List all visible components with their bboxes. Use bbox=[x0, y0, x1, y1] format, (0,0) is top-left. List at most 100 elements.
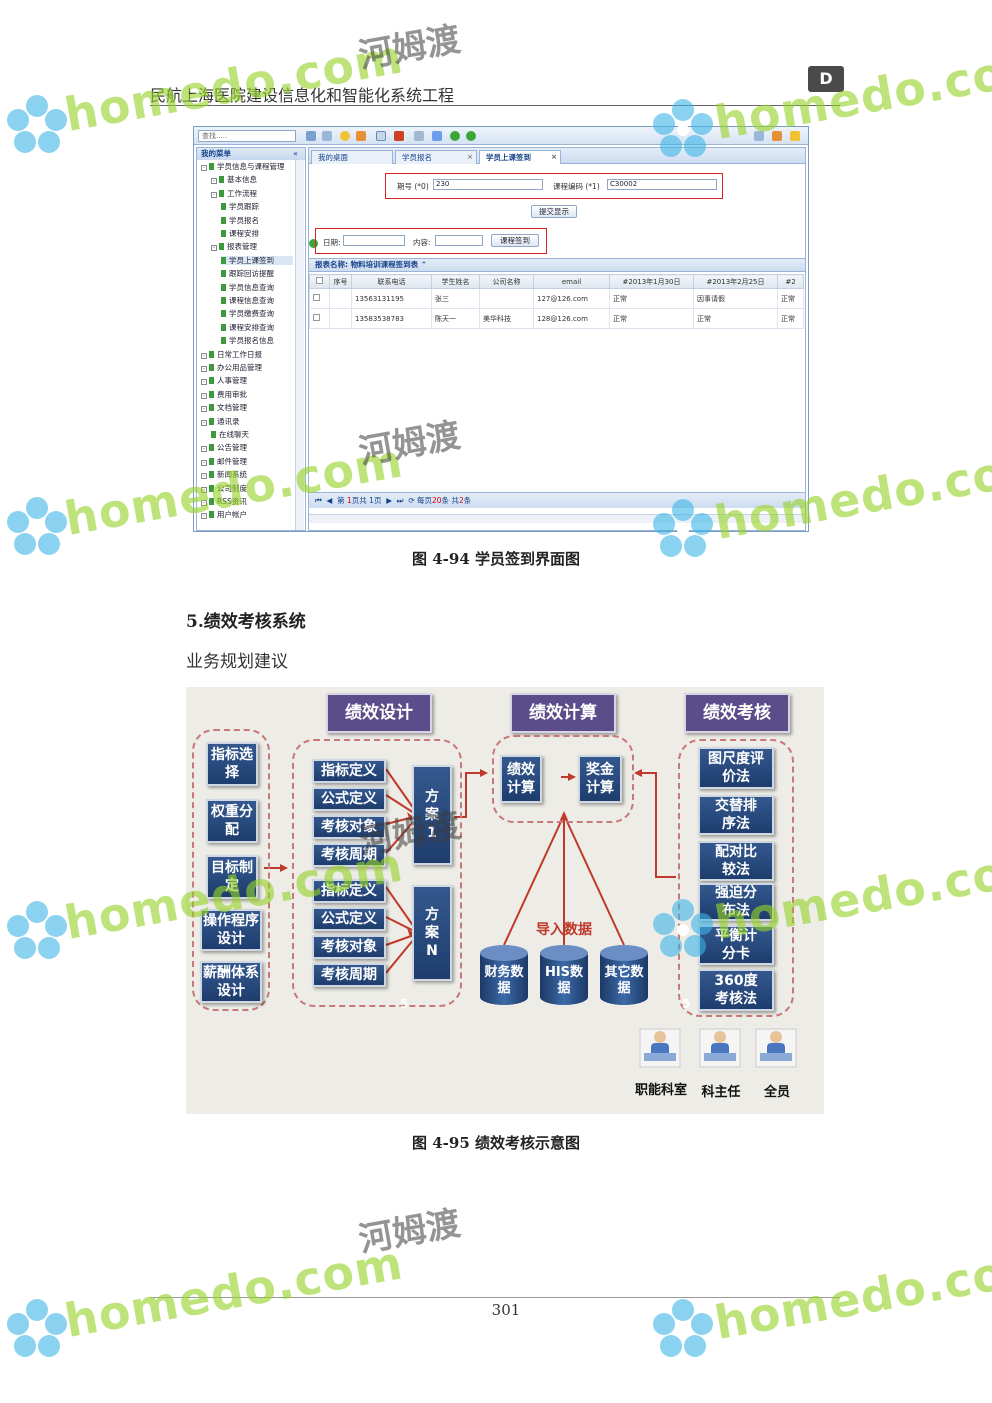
tab-signin[interactable]: 学员上课签到× bbox=[479, 150, 561, 164]
assess-method-box: 交替排序法 bbox=[698, 795, 774, 835]
tab-enroll[interactable]: 学员报名× bbox=[395, 150, 477, 164]
window-icon[interactable] bbox=[754, 131, 764, 141]
expand-icon[interactable]: - bbox=[201, 473, 207, 480]
sidebar-item[interactable]: -基本信息 bbox=[211, 175, 293, 185]
tab-desktop[interactable]: 我的桌面 bbox=[311, 150, 393, 164]
toggle-icon[interactable]: ⌃ bbox=[420, 260, 428, 269]
period-input[interactable]: 230 bbox=[433, 179, 543, 190]
close-icon[interactable]: × bbox=[467, 153, 473, 161]
sidebar-item[interactable]: -新闻系统 bbox=[201, 470, 293, 480]
sidebar-item[interactable]: 学员上课签到 bbox=[221, 255, 293, 265]
column-header[interactable]: email bbox=[533, 274, 610, 289]
collapse-icon[interactable]: « bbox=[293, 149, 298, 158]
sidebar-item-label: 文档管理 bbox=[217, 403, 247, 413]
sidebar-item[interactable]: -用户帐户 bbox=[201, 510, 293, 520]
expand-icon[interactable]: - bbox=[201, 406, 207, 413]
bulb-icon[interactable] bbox=[340, 131, 350, 141]
column-header[interactable]: 学生姓名 bbox=[431, 274, 480, 289]
query-box bbox=[385, 173, 723, 199]
expand-icon[interactable]: - bbox=[201, 366, 207, 372]
sidebar-item[interactable]: 学员报名信息 bbox=[221, 336, 293, 345]
select-all-cell[interactable] bbox=[309, 274, 330, 289]
sidebar-item[interactable]: -工作流程 bbox=[211, 189, 293, 198]
close-icon[interactable]: × bbox=[551, 153, 557, 161]
expand-icon[interactable]: - bbox=[211, 191, 217, 198]
column-header[interactable]: #2013年1月30日 bbox=[609, 274, 694, 289]
search-input[interactable]: 查找..... bbox=[198, 130, 296, 142]
sidebar-item[interactable]: -学员信息与课程管理 bbox=[201, 162, 293, 171]
column-header[interactable]: 序号 bbox=[329, 274, 352, 289]
sidebar-item[interactable]: -通讯录 bbox=[201, 417, 293, 426]
expand-icon[interactable]: - bbox=[201, 165, 207, 171]
column-header[interactable]: 公司名称 bbox=[479, 274, 534, 289]
expand-icon[interactable]: - bbox=[201, 459, 207, 466]
column-header[interactable]: 联系电话 bbox=[351, 274, 432, 289]
user-icon[interactable] bbox=[356, 131, 366, 141]
expand-icon[interactable]: - bbox=[211, 178, 217, 185]
expand-icon[interactable]: - bbox=[201, 392, 207, 399]
sidebar-item[interactable]: - 文档管理 bbox=[201, 403, 293, 413]
sidebar-item[interactable]: -费用审批 bbox=[201, 390, 293, 399]
sidebar-item[interactable]: 学员信息查询 bbox=[221, 283, 293, 292]
sidebar-item[interactable]: 课程信息查询 bbox=[221, 296, 293, 305]
last-page-icon[interactable]: ⏭ bbox=[396, 496, 404, 505]
column-header[interactable]: #2013年2月25日 bbox=[693, 274, 778, 289]
date-input[interactable] bbox=[343, 235, 405, 246]
column-header[interactable]: #2 bbox=[777, 274, 804, 289]
next-page-icon[interactable]: ▶ bbox=[386, 496, 392, 505]
sidebar-item-label: 学员跟踪 bbox=[229, 202, 259, 212]
mail-icon[interactable] bbox=[376, 131, 386, 141]
expand-icon[interactable]: - bbox=[201, 500, 207, 506]
sidebar-item[interactable]: -公司制度 bbox=[201, 484, 293, 493]
sidebar-item[interactable]: -报表管理 bbox=[211, 242, 293, 252]
back-icon[interactable] bbox=[450, 131, 460, 141]
calendar-icon[interactable] bbox=[432, 131, 442, 141]
sidebar-item[interactable]: 课程安排查询 bbox=[221, 323, 293, 332]
folder-icon bbox=[209, 390, 214, 398]
forward-icon[interactable] bbox=[466, 131, 476, 141]
signin-button[interactable]: 课程签到 bbox=[491, 234, 539, 247]
first-page-icon[interactable]: ⏮ bbox=[315, 496, 322, 505]
expand-icon[interactable]: - bbox=[201, 352, 207, 359]
grid-icon[interactable] bbox=[306, 131, 316, 141]
period-label: 期号 (*0) bbox=[397, 182, 429, 191]
expand-icon[interactable]: - bbox=[201, 446, 207, 453]
sidebar-item[interactable]: 学员缴费查询 bbox=[221, 309, 293, 318]
chart-icon[interactable] bbox=[394, 131, 404, 141]
checkbox[interactable] bbox=[313, 314, 320, 321]
checkbox[interactable] bbox=[313, 294, 320, 301]
expand-icon[interactable]: - bbox=[201, 513, 207, 520]
expand-icon[interactable]: - bbox=[201, 486, 207, 493]
tools-icon[interactable] bbox=[772, 131, 782, 141]
checkbox[interactable] bbox=[316, 277, 323, 284]
sidebar-item[interactable]: 课程安排 bbox=[221, 229, 293, 238]
page-current[interactable]: 1 bbox=[346, 496, 352, 505]
table-row[interactable]: 13563131195 张三 127@126.com 正常 因事请假 正常 bbox=[309, 288, 804, 309]
sidebar-item[interactable]: -日常工作日报 bbox=[201, 350, 293, 359]
row-select-cell[interactable] bbox=[309, 308, 330, 329]
row-select-cell[interactable] bbox=[309, 288, 330, 309]
refresh-icon[interactable]: ⟳ bbox=[408, 496, 415, 505]
print-icon[interactable] bbox=[414, 131, 424, 141]
expand-icon[interactable]: - bbox=[211, 245, 217, 252]
course-code-input[interactable]: C30002 bbox=[607, 179, 717, 190]
up-icon[interactable] bbox=[790, 131, 800, 141]
sidebar-scrollbar[interactable] bbox=[295, 160, 304, 530]
sidebar-item[interactable]: 学员跟踪 bbox=[221, 202, 293, 211]
submit-button[interactable]: 提交显示 bbox=[531, 205, 577, 218]
horizontal-scrollbar[interactable] bbox=[309, 514, 805, 523]
sidebar-item[interactable]: -邮件管理 bbox=[201, 457, 293, 466]
prev-page-icon[interactable]: ◀ bbox=[326, 496, 333, 505]
expand-icon[interactable]: - bbox=[201, 419, 207, 426]
expand-icon[interactable]: - bbox=[201, 379, 207, 386]
sidebar-item[interactable]: -RSS资讯 bbox=[201, 497, 293, 506]
sidebar-item[interactable]: -公告管理 bbox=[201, 443, 293, 453]
table-row[interactable]: 13583538783 陈天一 美华科技 128@126.com 正常 正常 正… bbox=[309, 308, 804, 329]
sidebar-item[interactable]: 跟踪回访提醒 bbox=[221, 269, 293, 278]
content-input[interactable] bbox=[435, 235, 483, 246]
sidebar-item[interactable]: 学员报名 bbox=[221, 216, 293, 225]
sidebar-item[interactable]: -办公用品管理 bbox=[201, 363, 293, 372]
list-icon[interactable] bbox=[322, 131, 332, 141]
sidebar-item[interactable]: -人事管理 bbox=[201, 376, 293, 386]
sidebar-item[interactable]: 在线聊天 bbox=[211, 430, 293, 439]
